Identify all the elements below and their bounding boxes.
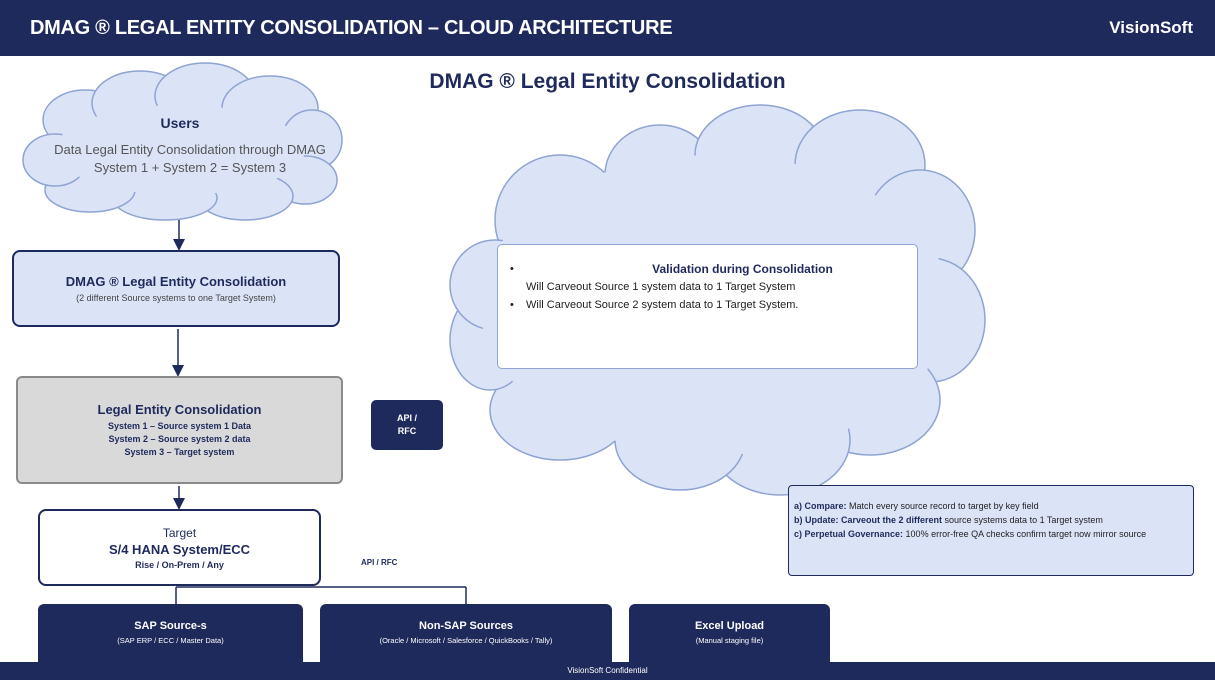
- legend-item-compare: a) Compare: Match every source record to…: [794, 499, 1185, 513]
- non-sap-sources-subtitle: (Oracle / Microsoft / Salesforce / Quick…: [379, 635, 553, 645]
- non-sap-sources-box[interactable]: Non-SAP Sources (Oracle / Microsoft / Sa…: [320, 604, 612, 664]
- legend-c-label: c) Perpetual Governance:: [794, 529, 904, 539]
- legend-b-label-2: Carveout the 2 different: [838, 515, 943, 525]
- connectors: [172, 220, 467, 604]
- api-rfc-box[interactable]: API / RFC: [371, 400, 443, 450]
- legal-box-line-2: System 2 – Source system 2 data: [108, 433, 251, 444]
- dmag-box-title: DMAG ® Legal Entity Consolidation: [65, 274, 287, 289]
- validation-item-title: • Validation during Consolidation: [508, 260, 907, 278]
- header-title: DMAG ® LEGAL ENTITY CONSOLIDATION – CLOU…: [30, 16, 673, 39]
- dmag-consolidation-box[interactable]: DMAG ® Legal Entity Consolidation (2 dif…: [12, 250, 340, 327]
- sap-sources-title: SAP Source-s: [134, 619, 207, 632]
- dmag-box-subtitle: (2 different Source systems to one Targe…: [76, 293, 276, 303]
- bullet-icon: •: [510, 263, 514, 275]
- non-sap-sources-title: Non-SAP Sources: [419, 619, 513, 632]
- target-system-box[interactable]: Target S/4 HANA System/ECC Rise / On-Pre…: [38, 509, 321, 586]
- target-system-name: S/4 HANA System/ECC: [108, 541, 251, 557]
- legend-a-label: a) Compare:: [794, 501, 847, 511]
- target-deployment: Rise / On-Prem / Any: [135, 559, 224, 570]
- legal-box-line-3: System 3 – Target system: [124, 446, 235, 457]
- footer-text: VisionSoft Confidential: [567, 666, 648, 675]
- users-title: Users: [160, 115, 200, 131]
- legend-a-text: Match every source record to target by k…: [846, 501, 1039, 511]
- excel-upload-title: Excel Upload: [694, 619, 765, 632]
- users-line-1: Data Legal Entity Consolidation through …: [54, 142, 326, 157]
- validation-title: Validation during Consolidation: [652, 262, 833, 276]
- sap-sources-subtitle: (SAP ERP / ECC / Master Data): [117, 635, 224, 645]
- validation-item-2: • Will Carveout Source 2 system data to …: [508, 296, 907, 314]
- api-box-line-2: RFC: [397, 426, 417, 436]
- excel-upload-box[interactable]: Excel Upload (Manual staging file): [629, 604, 830, 664]
- api-rfc-label: API / RFC: [361, 558, 398, 567]
- bullet-icon: •: [510, 299, 514, 311]
- legal-box-title: Legal Entity Consolidation: [97, 401, 262, 417]
- page-title: DMAG ® Legal Entity Consolidation: [429, 70, 786, 93]
- legal-box-line-1: System 1 – Source system 1 Data: [107, 420, 252, 431]
- target-label: Target: [162, 525, 197, 540]
- legend-b-text: source systems data to 1 Target system: [942, 515, 1103, 525]
- sap-sources-box[interactable]: SAP Source-s (SAP ERP / ECC / Master Dat…: [38, 604, 303, 664]
- api-box-line-1: API /: [396, 413, 417, 423]
- excel-upload-subtitle: (Manual staging file): [695, 635, 764, 645]
- validation-line-2: Will Carveout Source 2 system data to 1 …: [526, 299, 799, 311]
- header-bar: DMAG ® LEGAL ENTITY CONSOLIDATION – CLOU…: [0, 0, 1215, 56]
- legend-item-governance: c) Perpetual Governance: 100% error-free…: [794, 527, 1185, 541]
- legend-b-label-1: b) Update:: [794, 515, 839, 525]
- brand-logo-text: VisionSoft: [1109, 18, 1193, 37]
- legal-entity-consolidation-box[interactable]: Legal Entity Consolidation System 1 – So…: [16, 376, 343, 484]
- users-cloud: [22, 62, 343, 221]
- validation-item-1: Will Carveout Source 1 system data to 1 …: [508, 278, 907, 296]
- validation-box: • Validation during Consolidation Will C…: [497, 244, 918, 369]
- validation-line-1: Will Carveout Source 1 system data to 1 …: [526, 281, 796, 293]
- legend-item-update: b) Update: Carveout the 2 different sour…: [794, 513, 1185, 527]
- process-legend-box: a) Compare: Match every source record to…: [788, 485, 1194, 576]
- legend-c-text: 100% error-free QA checks confirm target…: [903, 529, 1147, 539]
- users-line-2: System 1 + System 2 = System 3: [93, 160, 287, 175]
- footer-bar: VisionSoft Confidential: [0, 662, 1215, 680]
